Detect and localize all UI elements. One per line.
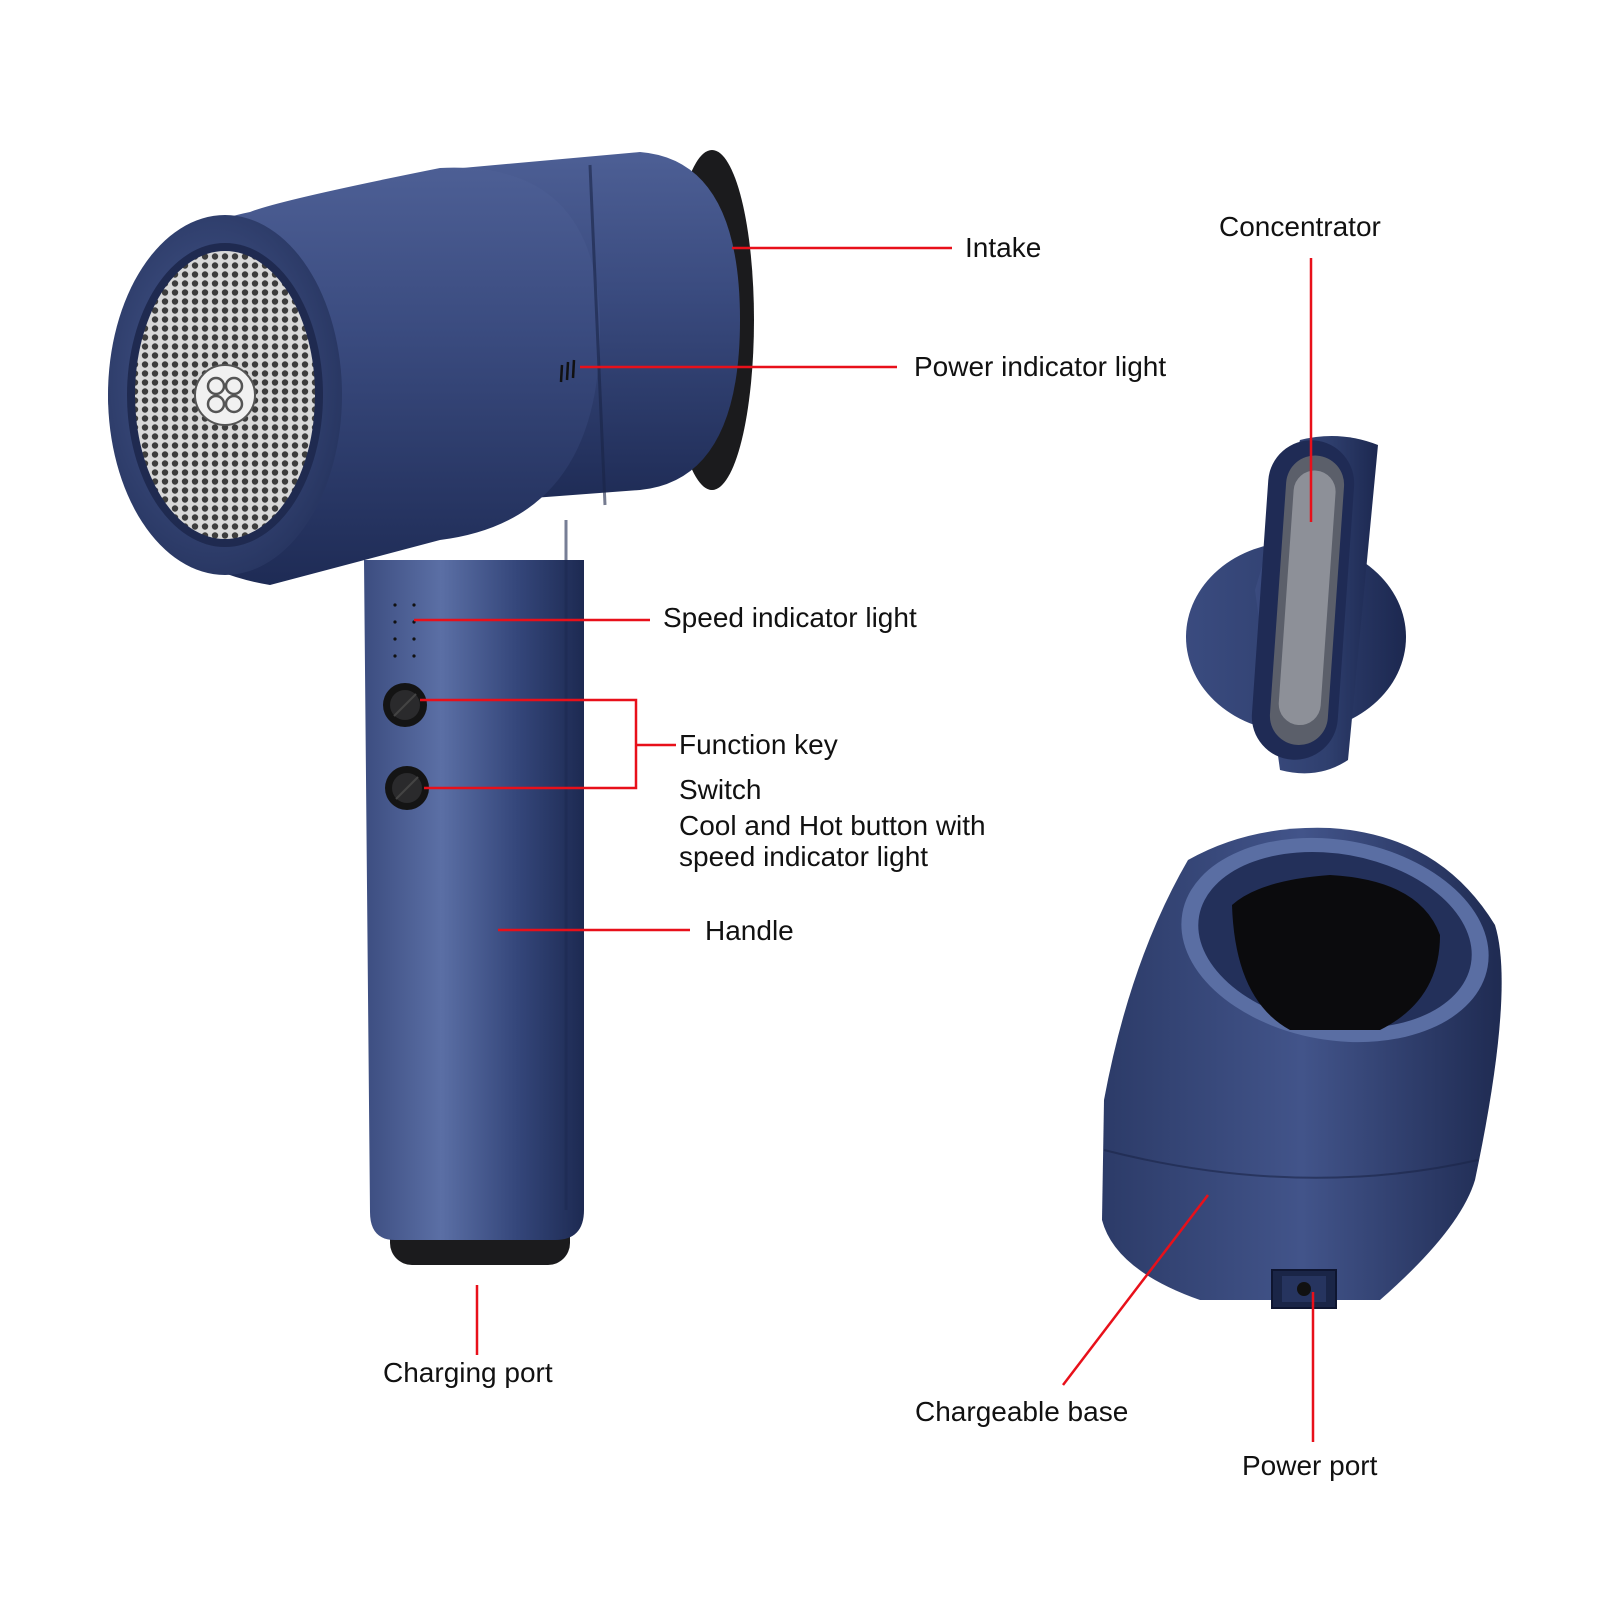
dryer-handle (364, 560, 584, 1240)
switch-button[interactable] (385, 766, 429, 810)
label-intake: Intake (965, 232, 1042, 263)
leader-lines (414, 246, 1315, 1442)
label-switch: Switch (679, 774, 762, 805)
leader-chargeable-base (1062, 1194, 1209, 1386)
label-cool-hot-line1: Cool and Hot button with (679, 810, 986, 841)
label-cool-hot-line2: speed indicator light (679, 841, 929, 872)
concentrator-nozzle (1186, 436, 1406, 774)
label-speed-indicator-light: Speed indicator light (663, 602, 917, 633)
chargeable-base (1102, 827, 1502, 1309)
label-chargeable-base: Chargeable base (915, 1396, 1129, 1427)
label-power-indicator-light: Power indicator light (914, 351, 1167, 382)
fan-logo-icon (194, 364, 256, 426)
hair-dryer (108, 150, 754, 1265)
label-handle: Handle (705, 915, 794, 946)
function-key-button[interactable] (383, 683, 427, 727)
label-concentrator: Concentrator (1219, 211, 1381, 242)
power-port-socket[interactable] (1271, 1269, 1337, 1309)
label-power-port: Power port (1242, 1450, 1378, 1481)
label-function-key: Function key (679, 729, 838, 760)
power-indicator-slots (559, 359, 576, 383)
label-charging-port: Charging port (383, 1357, 553, 1388)
